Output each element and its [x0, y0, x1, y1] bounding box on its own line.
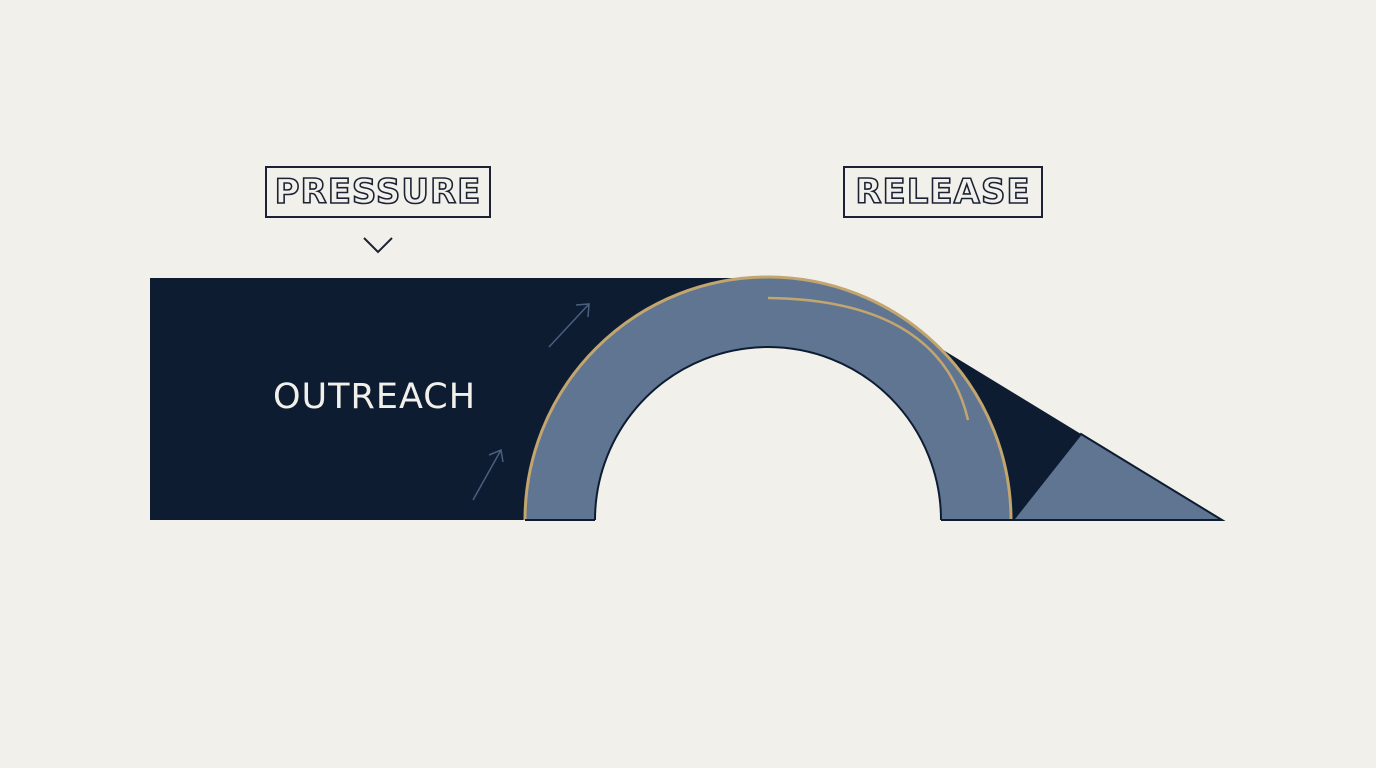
outreach-label: OUTREACH [273, 377, 477, 417]
arch-band [525, 277, 1011, 520]
pressure-label: PRESSURE [274, 172, 482, 212]
arch-gold-rim [523, 275, 1013, 521]
release-label-box: RELEASE [843, 166, 1043, 218]
arch-opening [595, 347, 941, 520]
pressure-label-box: PRESSURE [265, 166, 491, 218]
chevron-down-icon [363, 237, 393, 254]
arrow-up-right-icon [472, 448, 504, 501]
arch-gold-highlight [767, 296, 970, 421]
arrow-up-right-icon [548, 303, 590, 348]
release-label: RELEASE [855, 172, 1031, 212]
arch-inner-edge [594, 346, 942, 521]
